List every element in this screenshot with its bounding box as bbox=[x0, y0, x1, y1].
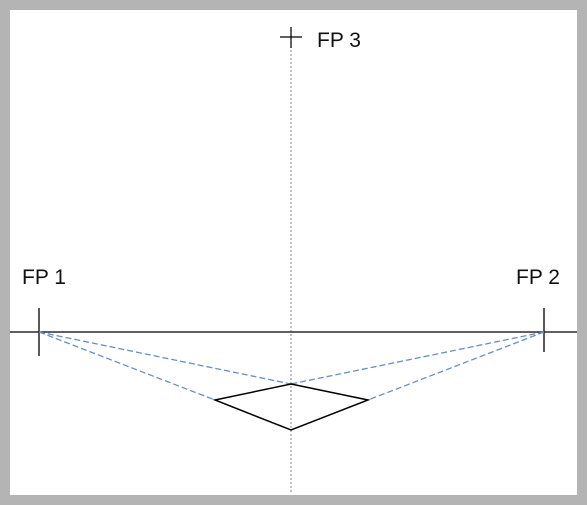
rhombus-shape bbox=[212, 383, 371, 431]
fp3-label: FP 3 bbox=[317, 29, 361, 52]
fp3-marker bbox=[280, 27, 302, 48]
fp2-label: FP 2 bbox=[516, 266, 560, 289]
fp1-label: FP 1 bbox=[22, 266, 66, 289]
construction-lines bbox=[38, 331, 545, 401]
